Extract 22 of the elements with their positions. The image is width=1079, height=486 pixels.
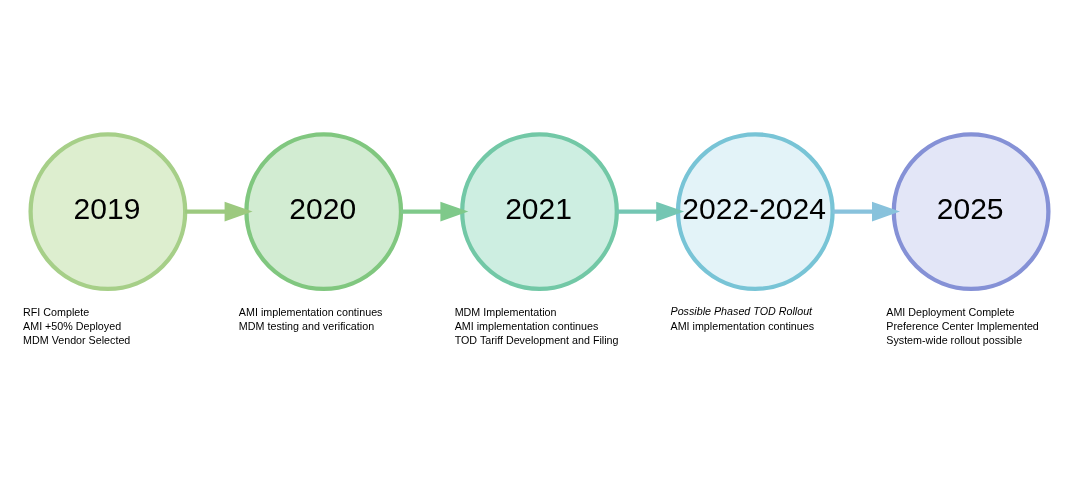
node-circle: 2020	[244, 132, 404, 292]
arrow	[401, 201, 469, 222]
node-label: MDM testing and verification	[238, 319, 375, 332]
node-circle: 2022-2024	[675, 132, 835, 292]
node-label: AMI implementation continues	[670, 319, 815, 332]
node-circle: 2021	[460, 132, 619, 292]
node-label: System-wide rollout possible	[886, 333, 1023, 346]
arrow	[832, 201, 900, 222]
node-circle: 2019	[28, 132, 188, 292]
node-label: MDM Vendor Selected	[23, 333, 131, 346]
node-label: Preference Center Implemented	[886, 319, 1039, 332]
node-circle: 2025	[891, 132, 1051, 292]
arrow	[185, 201, 253, 222]
node-label: Possible Phased TOD Rollout	[670, 304, 813, 317]
node-label: TOD Tariff Development and Filing	[454, 333, 619, 346]
arrow	[616, 201, 685, 222]
node-label: AMI implementation continues	[454, 319, 599, 332]
node-label: AMI Deployment Complete	[886, 305, 1015, 318]
node-label: RFI Complete	[23, 305, 90, 318]
node-label: AMI +50% Deployed	[23, 319, 122, 332]
node-label: AMI implementation continues	[238, 305, 383, 318]
node-label: MDM Implementation	[454, 305, 557, 318]
